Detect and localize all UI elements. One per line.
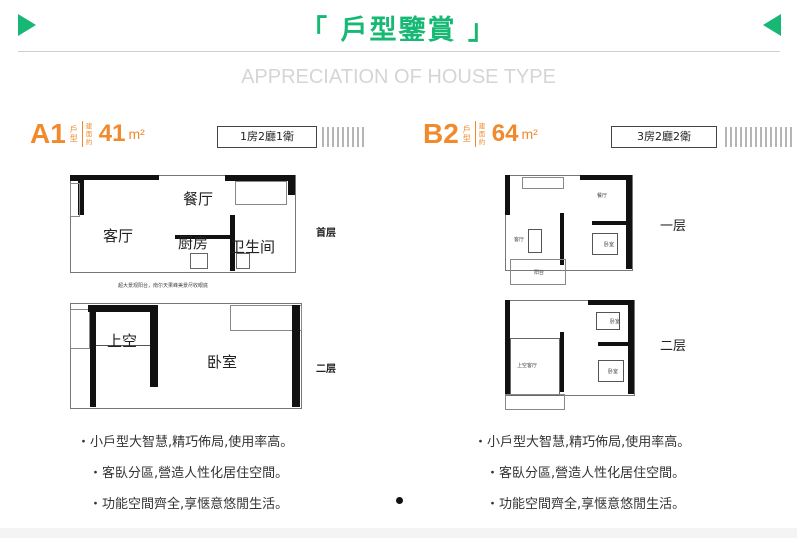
b2-f1-living: 客厅 [514,237,525,243]
a1-bullet-3: ・功能空間齊全,享惬意悠閒生活。 [89,497,289,512]
b2-bullet-2: ・客臥分區,營造人性化居住空間。 [486,466,686,481]
room-void: 上空 [107,332,138,350]
b2-bullet-1: ・小戶型大智慧,精巧佈局,使用率高。 [474,435,691,450]
page-subtitle: APPRECIATION OF HOUSE TYPE [241,66,556,88]
rooms-badge: 3房2廳2衛 [611,126,717,148]
a1-bullet-1: ・小戶型大智慧,精巧佈局,使用率高。 [77,435,294,450]
rooms-badge: 1房2廳1衛 [217,126,317,148]
b2-floor2-label: 二层 [660,339,687,354]
b2-f2-bedroom2: 卧室 [608,369,619,375]
b2-floor2-plan: 上空客厅 卧室 卧室 [500,298,640,410]
area-value: 64 [491,120,519,147]
page-indicator-dot [396,497,403,504]
unit-a1-header: A1 戶型 建面約 41 m² [30,118,145,150]
area-unit: m² [521,126,538,142]
a1-floor2-label: 二层 [316,364,336,375]
unit-code: A1 [30,118,66,149]
a1-floor2-plan: 上空 卧室 [70,303,302,409]
a1-floor1-label: 首层 [316,228,336,239]
footer-band [0,528,797,538]
a1-floor1-note: 超大景观阳台，南尔天果峰美景尽收眼底 [118,283,209,289]
unit-b2-header: B2 戶型 建面約 64 m² [423,118,538,150]
right-arrow-icon [763,14,781,36]
b2-bullet-3: ・功能空間齊全,享惬意悠閒生活。 [486,497,686,512]
room-kitchen: 厨房 [178,234,209,252]
stripe-decoration [322,127,364,147]
a1-floor1-plan: 餐厅 客厅 厨房 卫生间 [70,175,296,275]
room-bath: 卫生间 [230,238,276,256]
divider [474,121,476,147]
unit-code: B2 [423,118,459,149]
b2-f2-bedroom1: 卧室 [610,319,621,325]
b2-f1-dining: 餐厅 [597,193,608,199]
unit-type-label: 戶型 [462,125,471,143]
room-bedroom: 卧室 [207,353,238,371]
stripe-decoration [725,127,792,147]
area-label: 建面約 [478,122,486,146]
b2-f1-bedroom: 卧室 [604,242,615,248]
unit-type-label: 戶型 [69,125,78,143]
left-arrow-icon [18,14,36,36]
title-divider [18,51,780,52]
area-label: 建面約 [85,122,93,146]
area-value: 41 [98,120,126,147]
divider [81,121,83,147]
a1-bullet-2: ・客臥分區,營造人性化居住空間。 [89,466,289,481]
page-title: 「 戶型鑒賞 」 [300,15,497,46]
room-dining: 餐厅 [183,190,214,208]
room-living: 客厅 [103,227,134,245]
b2-f1-balcony: 阳台 [534,270,545,276]
b2-floor1-plan: 客厅 餐厅 卧室 阳台 [500,173,634,285]
area-unit: m² [128,126,145,142]
b2-floor1-label: 一层 [660,219,687,234]
b2-f2-void: 上空客厅 [517,363,538,369]
